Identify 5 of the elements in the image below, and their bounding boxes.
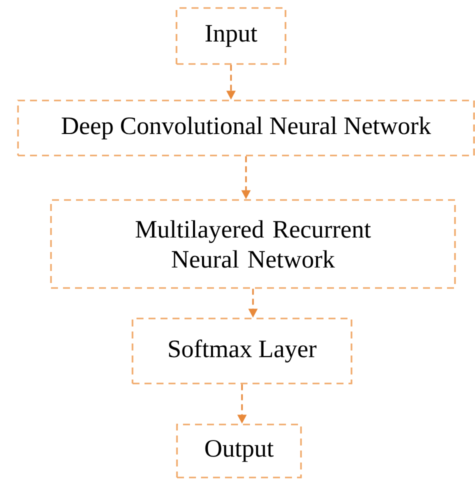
- process-box: Softmax Layer: [132, 318, 352, 384]
- process-box: Input: [176, 7, 286, 65]
- process-box: Deep Convolutional Neural Network: [17, 100, 475, 156]
- process-box: Multilayered Recurrent Neural Network: [50, 199, 456, 289]
- process-box: Output: [176, 424, 302, 478]
